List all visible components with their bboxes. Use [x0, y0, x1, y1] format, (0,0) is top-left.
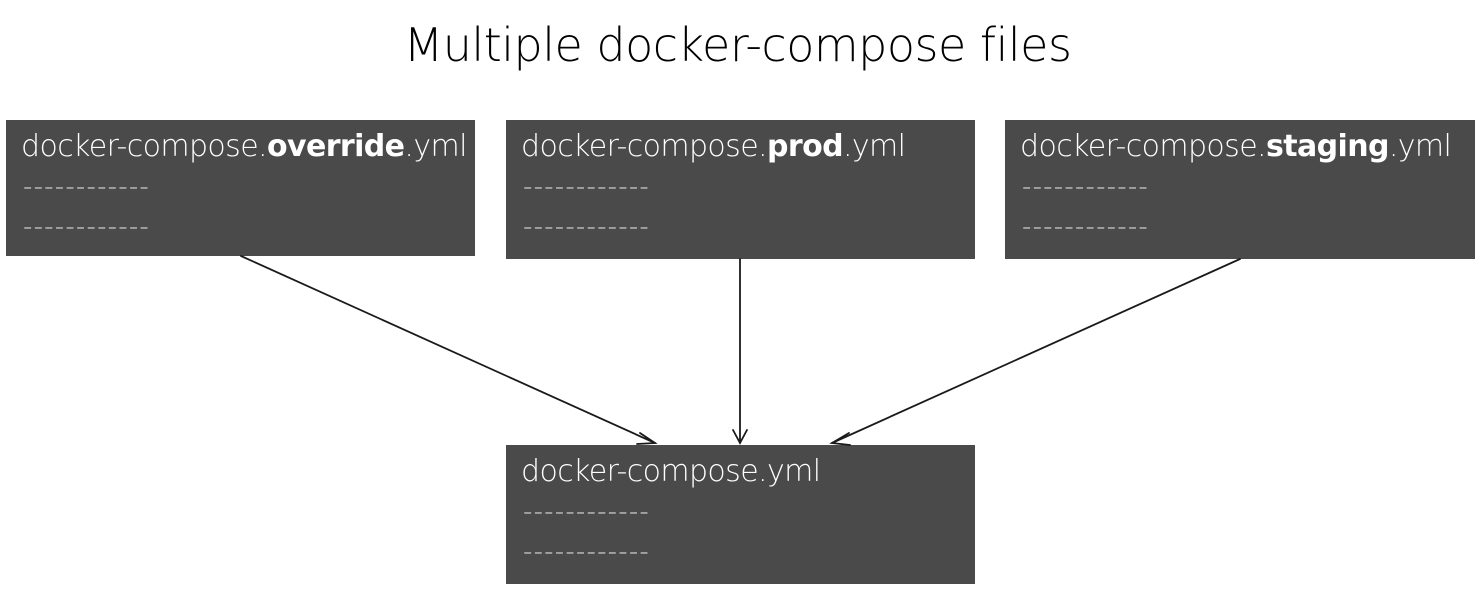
override-file-prefix: docker-compose. [21, 129, 268, 164]
override-placeholder-line-2: ------------ [23, 212, 150, 242]
override-file-keyword: override [267, 129, 405, 164]
staging-file-keyword: staging [1266, 129, 1389, 164]
base-placeholder-line-1: ------------ [523, 497, 650, 527]
prod-placeholder-line-2: ------------ [523, 212, 650, 242]
override-placeholder-line-1: ------------ [23, 172, 150, 202]
staging-placeholder-line-1: ------------ [1022, 172, 1149, 202]
base-file-box: docker-compose.yml ------------ --------… [506, 445, 975, 584]
prod-file-name: docker-compose.prod.yml [521, 129, 906, 164]
override-file-box: docker-compose.override.yml ------------… [6, 120, 475, 256]
base-file-name: docker-compose.yml [521, 454, 821, 489]
prod-file-box: docker-compose.prod.yml ------------ ---… [506, 120, 975, 259]
diagram-title: Multiple docker-compose files [403, 18, 1072, 72]
override-file-suffix: .yml [404, 129, 467, 164]
staging-file-suffix: .yml [1388, 129, 1452, 164]
staging-file-box: docker-compose.staging.yml ------------ … [1005, 120, 1475, 259]
arrow-prod-to-base [732, 258, 748, 445]
staging-placeholder-line-2: ------------ [1022, 212, 1149, 242]
prod-file-suffix: .yml [842, 129, 906, 164]
base-placeholder-line-2: ------------ [523, 537, 650, 567]
arrow-override-to-base [240, 255, 658, 445]
prod-placeholder-line-1: ------------ [523, 172, 650, 202]
staging-file-prefix: docker-compose. [1020, 129, 1267, 164]
staging-file-name: docker-compose.staging.yml [1020, 129, 1452, 164]
arrow-staging-to-base [829, 258, 1241, 446]
prod-file-prefix: docker-compose. [521, 129, 768, 164]
override-file-name: docker-compose.override.yml [21, 129, 467, 164]
prod-file-keyword: prod [767, 129, 844, 164]
